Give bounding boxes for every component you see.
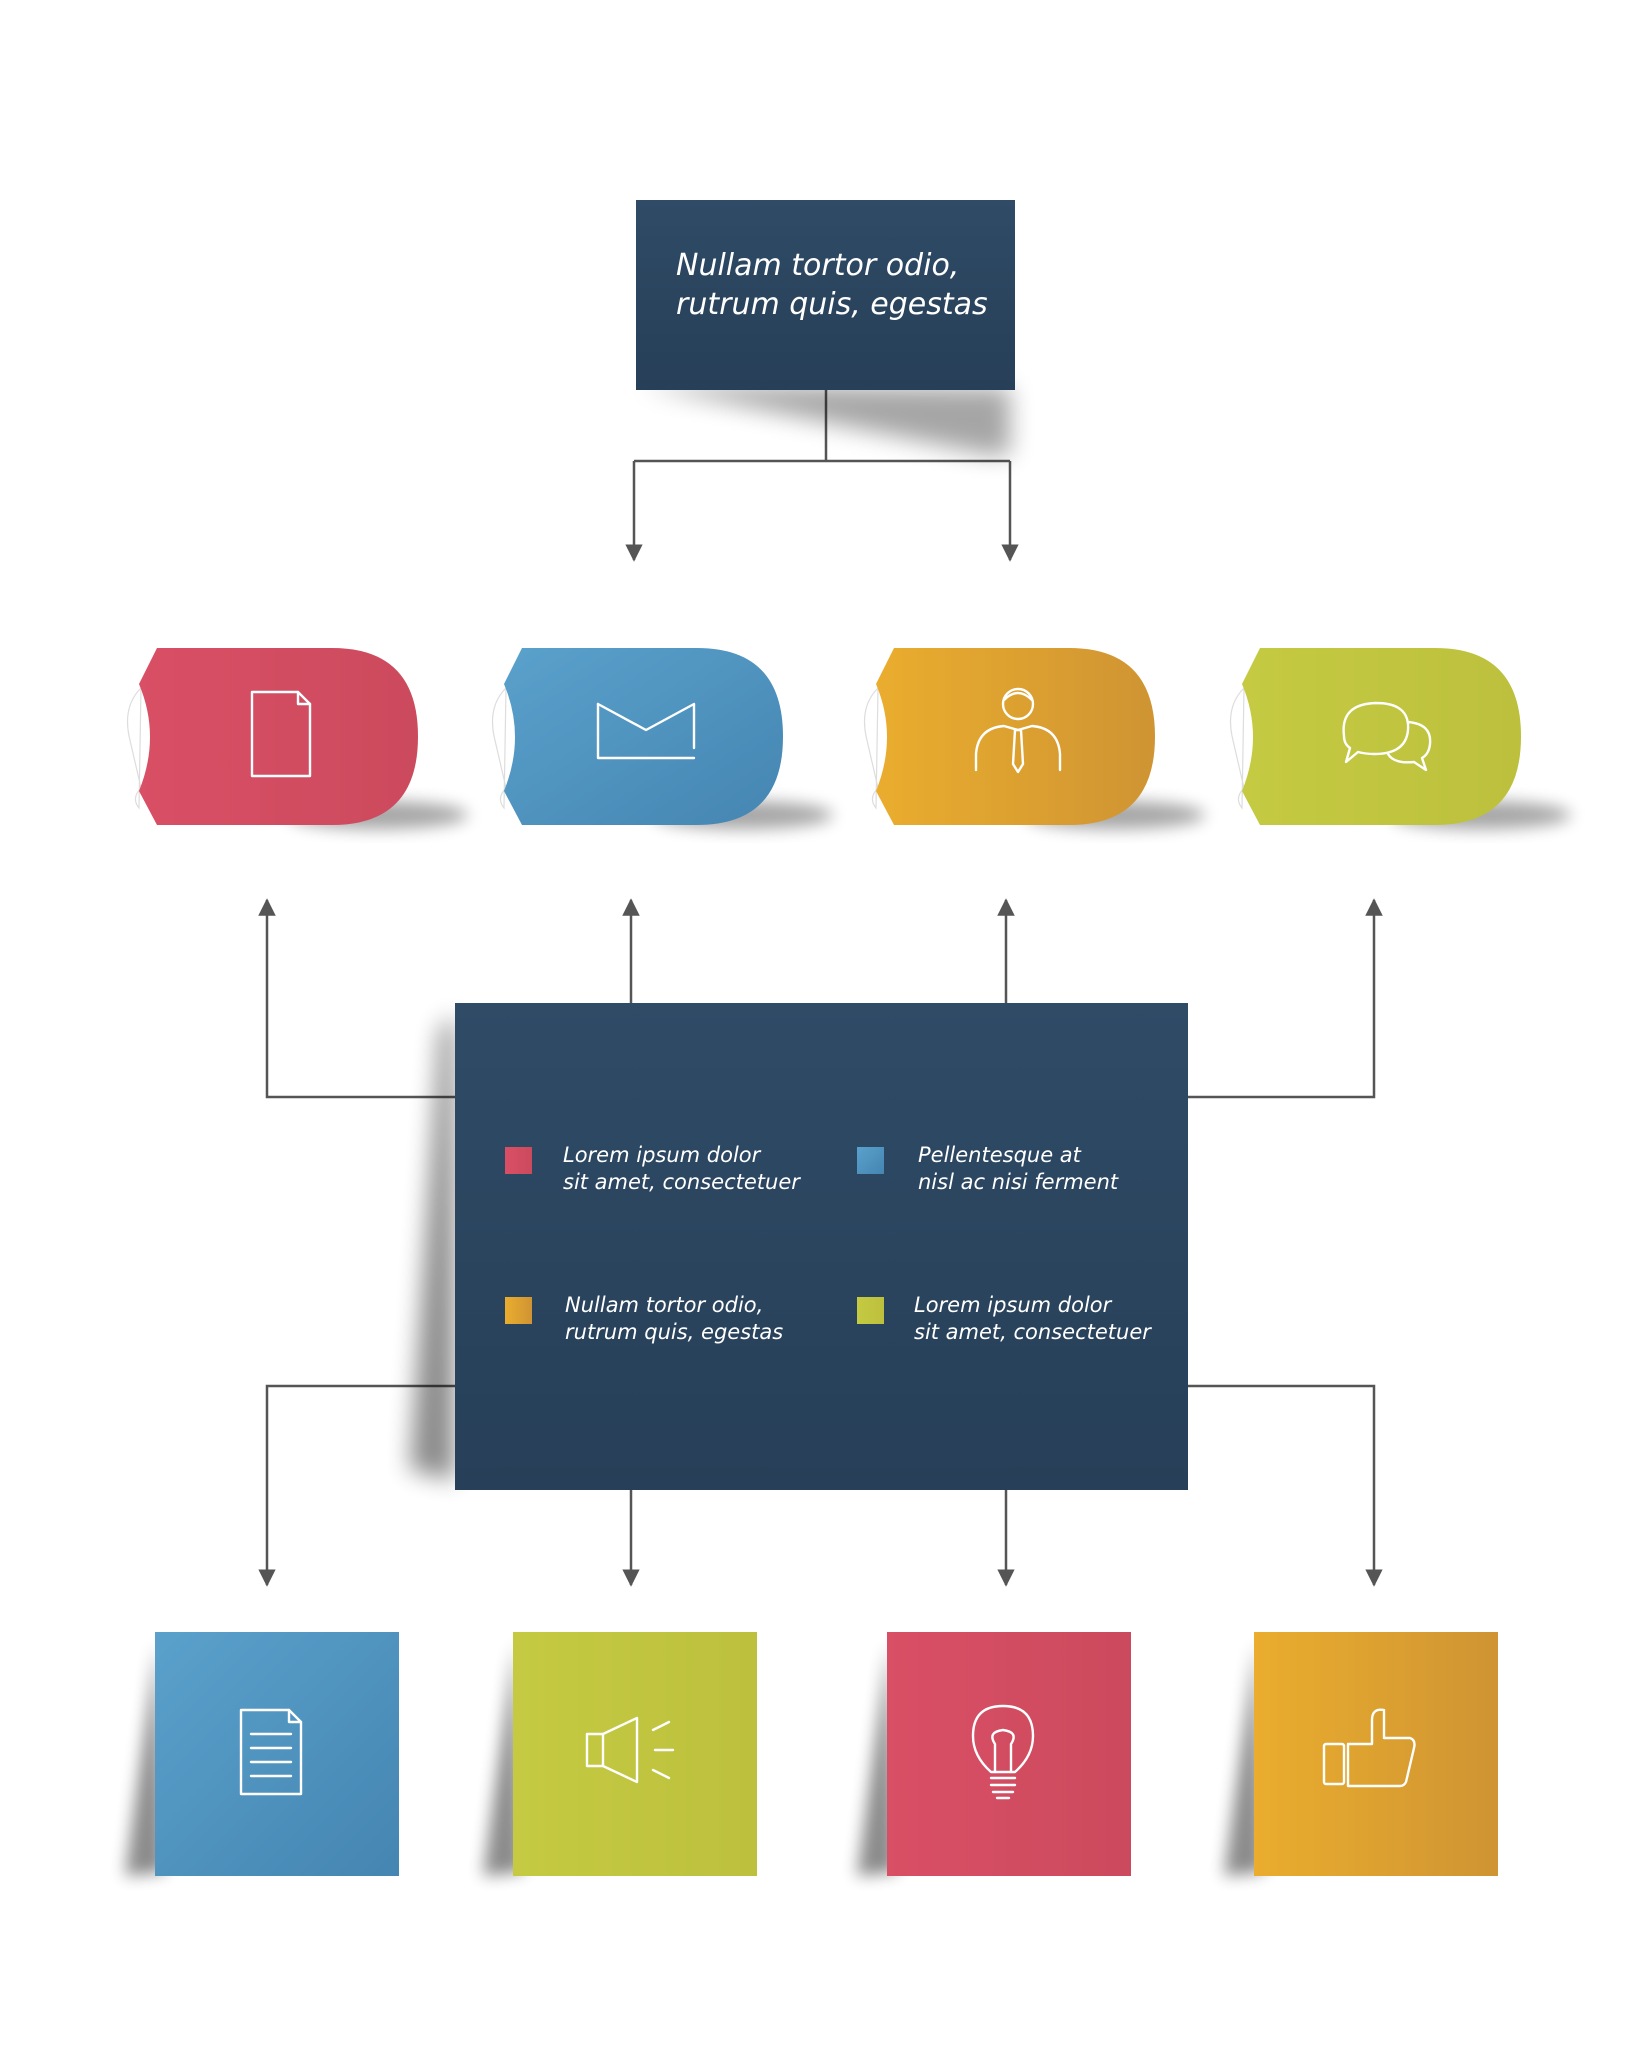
tab-shape xyxy=(504,648,783,825)
connector-up-1 xyxy=(258,898,455,1099)
legend-item-2-line-2: nisl ac nisi ferment xyxy=(918,1170,1119,1194)
businessman-icon xyxy=(974,687,1062,774)
top-box-line-2: rutrum quis, egestas xyxy=(676,287,988,322)
top-box xyxy=(636,200,1015,455)
connector-down-4 xyxy=(1188,1384,1383,1587)
legend-item-1-line-2: sit amet, consectetuer xyxy=(563,1170,800,1194)
lightbulb-icon xyxy=(971,1704,1035,1800)
legend-swatch-4 xyxy=(857,1297,884,1324)
square-rect xyxy=(887,1632,1131,1876)
envelope-icon xyxy=(596,702,696,760)
top-box-line-1: Nullam tortor odio, xyxy=(676,248,960,283)
square-rect xyxy=(1254,1632,1498,1876)
tab-shape xyxy=(139,648,418,825)
square-1 xyxy=(125,1632,399,1876)
text-document-icon xyxy=(239,1708,303,1796)
document-icon xyxy=(250,690,312,778)
tab-row xyxy=(126,648,1571,829)
legend-item-2-text: Pellentesque at nisl ac nisi ferment xyxy=(918,1142,1218,1196)
legend-swatch-3 xyxy=(505,1297,532,1324)
legend-swatches xyxy=(505,1147,884,1324)
top-box-rect xyxy=(636,200,1015,390)
tab-1 xyxy=(126,648,468,829)
square-rect xyxy=(513,1632,757,1876)
tab-curl xyxy=(863,686,879,810)
connectors xyxy=(258,390,1383,1587)
legend-item-4-line-2: sit amet, consectetuer xyxy=(914,1320,1151,1344)
tab-curl xyxy=(126,686,142,810)
center-box-rect xyxy=(455,1003,1188,1490)
legend-item-4-text: Lorem ipsum dolor sit amet, consectetuer xyxy=(914,1292,1214,1346)
legend-item-1-line-1: Lorem ipsum dolor xyxy=(563,1143,761,1167)
center-box xyxy=(410,1003,1188,1490)
square-rect xyxy=(155,1632,399,1876)
thumbs-up-icon xyxy=(1322,1708,1416,1788)
square-3 xyxy=(857,1632,1131,1876)
legend-item-1-text: Lorem ipsum dolor sit amet, consectetuer xyxy=(563,1142,863,1196)
legend-item-3-text: Nullam tortor odio, rutrum quis, egestas xyxy=(565,1292,865,1346)
tab-curl xyxy=(491,686,507,810)
tab-curl xyxy=(1229,686,1245,810)
legend-swatch-2 xyxy=(857,1147,884,1174)
connector-down-1 xyxy=(258,1384,455,1587)
connector-up-4 xyxy=(1188,898,1383,1099)
tab-2 xyxy=(491,648,833,829)
legend-swatch-1 xyxy=(505,1147,532,1174)
top-box-shadow xyxy=(640,385,1010,455)
legend-item-3-line-1: Nullam tortor odio, xyxy=(565,1293,764,1317)
tab-shape xyxy=(1242,648,1521,825)
tab-4 xyxy=(1229,648,1571,829)
top-box-text: Nullam tortor odio, rutrum quis, egestas xyxy=(676,246,1006,324)
legend-item-4-line-1: Lorem ipsum dolor xyxy=(914,1293,1112,1317)
center-box-shadow xyxy=(410,1015,455,1480)
legend-item-2-line-1: Pellentesque at xyxy=(918,1143,1081,1167)
square-2 xyxy=(483,1632,757,1876)
legend-item-3-line-2: rutrum quis, egestas xyxy=(565,1320,784,1344)
tab-3 xyxy=(863,648,1205,829)
square-row xyxy=(125,1632,1498,1876)
speaker-icon xyxy=(585,1716,675,1784)
square-4 xyxy=(1224,1632,1498,1876)
chat-bubbles-icon xyxy=(1342,701,1432,772)
